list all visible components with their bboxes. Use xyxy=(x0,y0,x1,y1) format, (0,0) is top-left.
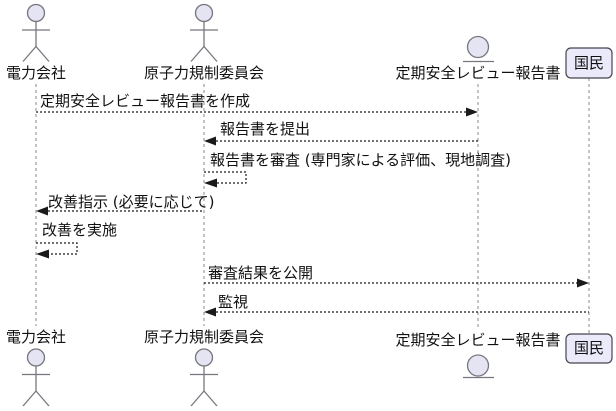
message-label: 改善を実施 xyxy=(42,221,117,239)
participant-label: 電力会社 xyxy=(6,328,66,346)
message-label: 報告書を審査 (専門家による評価、現地調査) xyxy=(210,151,511,169)
entity-icon xyxy=(463,35,494,63)
participant-power-company-top: 電力会社 xyxy=(6,3,66,82)
participant-public-top: 国民 xyxy=(565,47,613,79)
participant-nra-top: 原子力規制委員会 xyxy=(144,3,264,82)
message-line xyxy=(36,242,78,255)
participant-label: 国民 xyxy=(574,54,604,72)
participant-public-bottom: 国民 xyxy=(565,333,613,364)
message-arrowhead xyxy=(466,107,478,117)
message-arrowhead xyxy=(577,278,589,288)
participant-report-top: 定期安全レビュー報告書 xyxy=(395,35,561,82)
participant-label: 国民 xyxy=(574,339,604,357)
entity-icon xyxy=(463,354,494,379)
message-label: 改善指示 (必要に応じて) xyxy=(48,193,214,211)
message-1: 定期安全レビュー報告書を作成 xyxy=(36,92,478,117)
participant-nra-bottom: 原子力規制委員会 xyxy=(144,328,264,407)
message-arrowhead xyxy=(204,307,216,317)
message-line xyxy=(204,171,247,184)
message-3: 報告書を審査 (専門家による評価、現地調査) xyxy=(204,151,511,188)
participant-box xyxy=(565,333,613,364)
participant-label: 原子力規制委員会 xyxy=(144,64,264,82)
message-label: 報告書を提出 xyxy=(220,120,310,138)
message-arrowhead xyxy=(204,178,217,188)
message-label: 監視 xyxy=(218,293,248,311)
message-label: 定期安全レビュー報告書を作成 xyxy=(40,92,250,110)
message-4: 改善指示 (必要に応じて) xyxy=(36,193,214,216)
actor-icon xyxy=(190,348,218,407)
message-6: 審査結果を公開 xyxy=(204,264,589,288)
message-7: 監視 xyxy=(204,293,589,317)
participant-label: 定期安全レビュー報告書 xyxy=(395,64,560,82)
message-2: 報告書を提出 xyxy=(204,120,478,146)
actor-icon xyxy=(22,3,50,62)
participant-label: 原子力規制委員会 xyxy=(144,328,264,346)
participant-power-company-bottom: 電力会社 xyxy=(6,328,66,407)
message-arrowhead xyxy=(36,249,49,259)
participant-label: 定期安全レビュー報告書 xyxy=(395,331,560,349)
lifelines xyxy=(35,78,590,334)
participant-report-bottom: 定期安全レビュー報告書 xyxy=(395,331,561,379)
actor-icon xyxy=(190,3,218,62)
participant-label: 電力会社 xyxy=(6,64,66,82)
message-arrowhead xyxy=(204,136,216,146)
message-label: 審査結果を公開 xyxy=(208,264,313,282)
participant-box xyxy=(565,47,613,79)
message-arrowhead xyxy=(36,206,48,216)
message-5: 改善を実施 xyxy=(36,221,117,259)
actor-icon xyxy=(22,348,50,407)
